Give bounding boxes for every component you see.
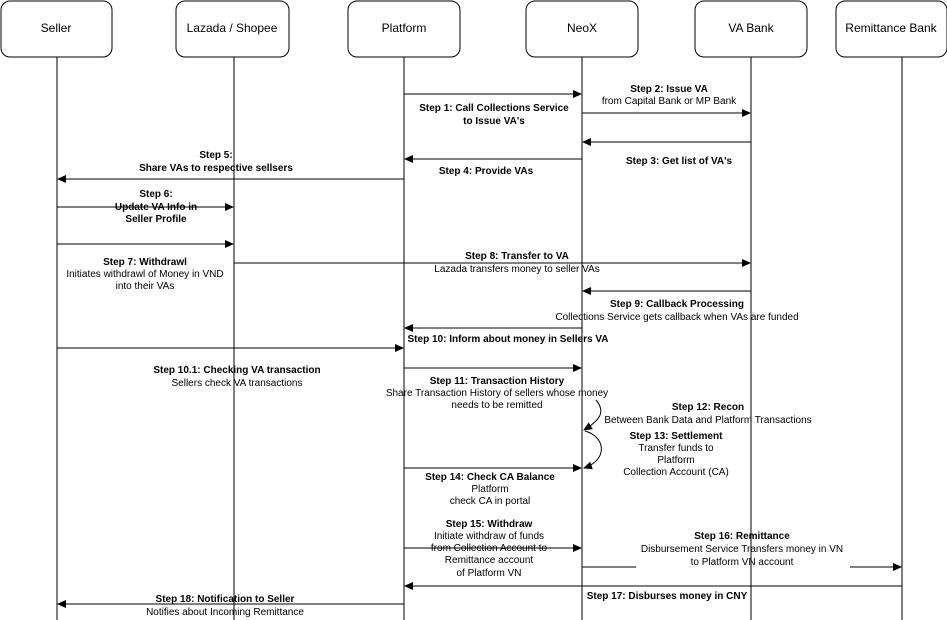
actor-seller-label: Seller xyxy=(41,21,72,35)
step10-1-line2: Sellers check VA transactions xyxy=(172,378,303,389)
step8-title: Step 8: Transfer to VA xyxy=(465,251,569,262)
step18-line2: Notifies about Incoming Remittance xyxy=(146,607,304,618)
step16-line2: Disbursement Service Transfers money in … xyxy=(641,544,843,555)
arrow-step12 xyxy=(583,399,602,431)
step2-line2: from Capital Bank or MP Bank xyxy=(602,96,737,107)
step6-line2: Update VA Info in xyxy=(115,202,197,213)
actor-remit: Remittance Bank xyxy=(835,0,947,58)
step5-line2: Share VAs to respective sellsers xyxy=(139,163,293,174)
step2-title: Step 2: Issue VA xyxy=(630,84,708,95)
step12-title: Step 12: Recon xyxy=(672,402,744,413)
step13-line3: Platform xyxy=(657,455,694,466)
arrow-step13 xyxy=(583,430,602,470)
actor-neox: NeoX xyxy=(525,0,639,58)
step13-line4: Collection Account (CA) xyxy=(623,467,729,478)
step10-1-title: Step 10.1: Checking VA transaction xyxy=(153,365,320,376)
step16-title: Step 16: Remittance xyxy=(694,531,790,542)
step1-line2: to Issue VA's xyxy=(463,116,525,127)
step10-title: Step 10: Inform about money in Sellers V… xyxy=(408,334,609,345)
step15-line5: of Platform VN xyxy=(456,568,521,579)
actor-lazada: Lazada / Shopee xyxy=(175,0,290,58)
actor-neox-label: NeoX xyxy=(567,21,597,35)
step7-line2: Initiates withdrawl of Money in VND xyxy=(66,269,223,280)
step1-title: Step 1: Call Collections Service xyxy=(419,103,569,114)
step7-title: Step 7: Withdrawl xyxy=(103,257,187,268)
step14-line3: check CA in portal xyxy=(450,496,531,507)
actor-seller: Seller xyxy=(0,0,113,58)
step16-line3: to Platform VN account xyxy=(691,557,794,568)
step11-line2: Share Transaction History of sellers who… xyxy=(386,388,608,399)
step15-line3: from Collection Account to xyxy=(431,543,548,554)
step14-line2: Platform xyxy=(471,484,508,495)
step14-title: Step 14: Check CA Balance xyxy=(425,472,555,483)
actor-lazada-label: Lazada / Shopee xyxy=(187,21,278,35)
step8-line2: Lazada transfers money to seller VAs xyxy=(434,264,599,275)
step3-title: Step 3: Get list of VA's xyxy=(626,156,733,167)
step11-title: Step 11: Transaction History xyxy=(430,376,565,387)
step13-title: Step 13: Settlement xyxy=(630,431,723,442)
step12-line2: Between Bank Data and Platform Transacti… xyxy=(604,415,811,426)
step18-title: Step 18: Notification to Seller xyxy=(156,594,295,605)
step4-title: Step 4: Provide VAs xyxy=(439,166,534,177)
actor-platform: Platform xyxy=(347,0,461,58)
step9-line2: Collections Service gets callback when V… xyxy=(555,312,798,323)
step15-line4: Remittance account xyxy=(445,555,534,566)
actor-platform-label: Platform xyxy=(382,21,427,35)
step6-line3: Seller Profile xyxy=(125,214,187,225)
step17-title: Step 17: Disburses money in CNY xyxy=(587,591,748,602)
step15-line2: Initiate withdraw of funds xyxy=(434,531,544,542)
actor-remit-label: Remittance Bank xyxy=(845,21,937,35)
step9-title: Step 9: Callback Processing xyxy=(610,299,744,310)
step5-title: Step 5: xyxy=(199,150,232,161)
step7-line3: into their VAs xyxy=(116,281,175,292)
step6-title: Step 6: xyxy=(139,189,172,200)
step13-line2: Transfer funds to xyxy=(638,443,714,454)
step11-line3: needs to be remitted xyxy=(451,400,542,411)
actor-vabank-label: VA Bank xyxy=(728,21,774,35)
step15-title: Step 15: Withdraw xyxy=(446,519,533,530)
actor-vabank: VA Bank xyxy=(694,0,808,58)
